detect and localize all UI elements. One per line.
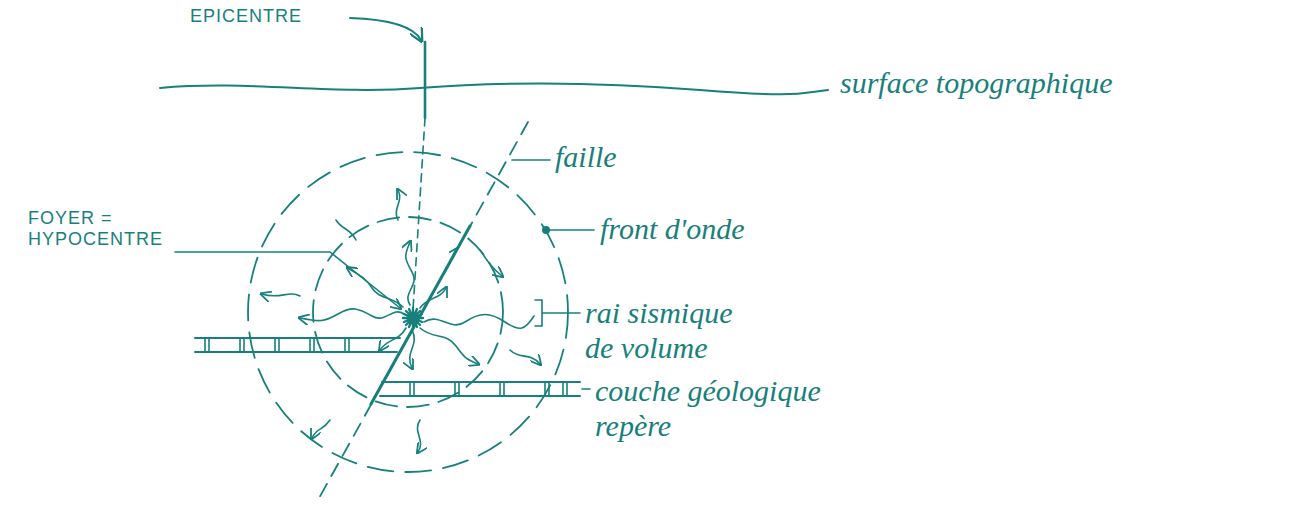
- label: surface topographique: [840, 66, 1112, 101]
- epicentre-leader: [350, 18, 421, 40]
- ray-bracket: [535, 300, 580, 326]
- label: rai sismique de volume: [585, 296, 750, 365]
- seismic-rays: [262, 190, 540, 452]
- outer-wave-front: [248, 152, 568, 472]
- label: front d'onde: [600, 212, 744, 247]
- label: faille: [555, 140, 617, 175]
- topographic-surface: [160, 83, 828, 94]
- label: FOYER = HYPOCENTRE: [28, 208, 178, 249]
- fault-trace: [318, 122, 528, 500]
- right-layer: [380, 382, 590, 396]
- focus-star: [403, 308, 423, 328]
- left-layer: [195, 338, 400, 352]
- fault-rupture: [371, 226, 470, 404]
- wavefront-leader: [549, 229, 594, 231]
- vertical-projection: [413, 118, 425, 310]
- leader-dot: [543, 227, 549, 233]
- drawing: [160, 18, 828, 500]
- label: couche géologique repère: [595, 374, 855, 443]
- slip-arrow: [447, 248, 457, 268]
- epicentre-mark: [424, 42, 427, 118]
- label: EPICENTRE: [190, 6, 302, 27]
- fault-leader: [512, 159, 550, 161]
